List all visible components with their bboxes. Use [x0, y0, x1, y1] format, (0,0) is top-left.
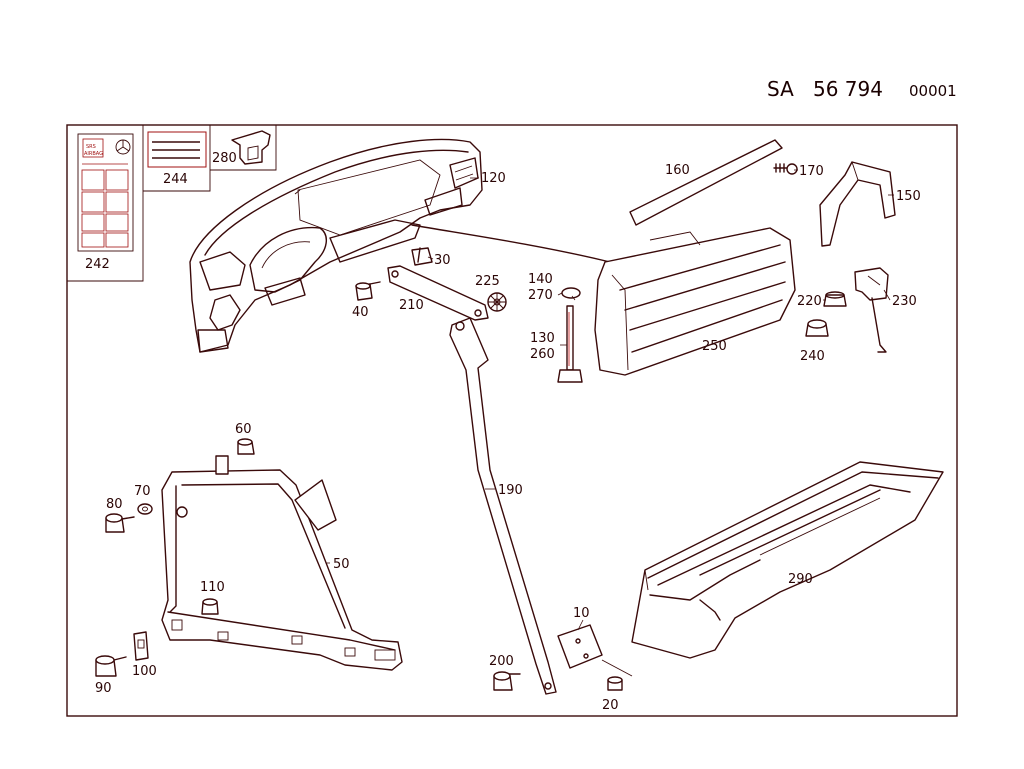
callout-30: 30 [434, 253, 451, 268]
callout-80: 80 [106, 497, 123, 512]
part-strap-210 [387, 265, 489, 321]
wire-harness [411, 224, 611, 263]
callout-260: 260 [530, 347, 555, 362]
header-number: 56 794 [813, 77, 883, 101]
callout-280: 280 [212, 151, 237, 166]
callout-190: 190 [498, 483, 523, 498]
part-bolt-130 [557, 305, 583, 383]
part-nut-110 [201, 598, 219, 615]
part-clip-100 [133, 631, 149, 661]
part-bolt-200 [493, 671, 521, 691]
part-strut-190 [449, 317, 557, 695]
callout-90: 90 [95, 681, 112, 696]
callout-225: 225 [475, 274, 500, 289]
part-support-frame-50 [161, 455, 403, 671]
callout-120: 120 [481, 171, 506, 186]
mercedes-star-icon [115, 139, 131, 155]
callout-50: 50 [333, 557, 350, 572]
part-screw-170 [773, 163, 798, 175]
callout-250: 250 [702, 339, 727, 354]
part-airbag-module [594, 227, 796, 376]
header-prefix: SA [767, 77, 794, 101]
airbag-label-text: AIRBAG [84, 151, 103, 157]
part-grommet-225 [487, 292, 507, 312]
callout-labels: 120 160 170 150 280 244 242 30 225 140 2… [85, 151, 921, 713]
callout-244: 244 [163, 172, 188, 187]
callout-230: 230 [892, 294, 917, 309]
callout-40: 40 [352, 305, 369, 320]
callout-160: 160 [665, 163, 690, 178]
part-bracket-150 [819, 161, 896, 247]
callout-110: 110 [200, 580, 225, 595]
part-bolt-240 [805, 319, 829, 337]
part-bolt-90 [95, 655, 127, 677]
callout-20: 20 [602, 698, 619, 713]
callout-130: 130 [530, 331, 555, 346]
header-sheet: 00001 [909, 82, 957, 100]
part-washer-70 [137, 503, 153, 515]
callout-200: 200 [489, 654, 514, 669]
part-nut-220 [823, 291, 847, 307]
inset-280-box [210, 125, 277, 171]
callout-270: 270 [528, 288, 553, 303]
part-nut-60 [237, 438, 255, 455]
callout-210: 210 [399, 298, 424, 313]
callout-100: 100 [132, 664, 157, 679]
part-screw-20 [607, 676, 623, 691]
part-trim-strip [629, 139, 783, 226]
callout-290: 290 [788, 572, 813, 587]
callout-140: 140 [528, 272, 553, 287]
callout-60: 60 [235, 422, 252, 437]
callout-240: 240 [800, 349, 825, 364]
diagram-header: SA 56 794 00001 [767, 77, 957, 101]
part-clip-140 [557, 287, 581, 299]
callout-170: 170 [799, 164, 824, 179]
part-console-290 [631, 461, 944, 659]
inset-244-box [143, 125, 211, 192]
part-bolt-80 [105, 513, 135, 533]
callout-10: 10 [573, 606, 590, 621]
callout-220: 220 [797, 294, 822, 309]
callout-70: 70 [134, 484, 151, 499]
part-bracket-30 [411, 247, 433, 266]
part-bolt-40 [355, 281, 381, 301]
part-bracket-230 [854, 267, 889, 353]
part-dashboard [189, 138, 483, 353]
srs-label-text: SRS [86, 144, 96, 150]
part-bracket-10 [557, 624, 633, 677]
callout-242: 242 [85, 257, 110, 272]
leader-lines [326, 169, 894, 631]
callout-150: 150 [896, 189, 921, 204]
outer-frame [66, 124, 958, 717]
inset-242-box: SRS AIRBAG [67, 125, 144, 282]
